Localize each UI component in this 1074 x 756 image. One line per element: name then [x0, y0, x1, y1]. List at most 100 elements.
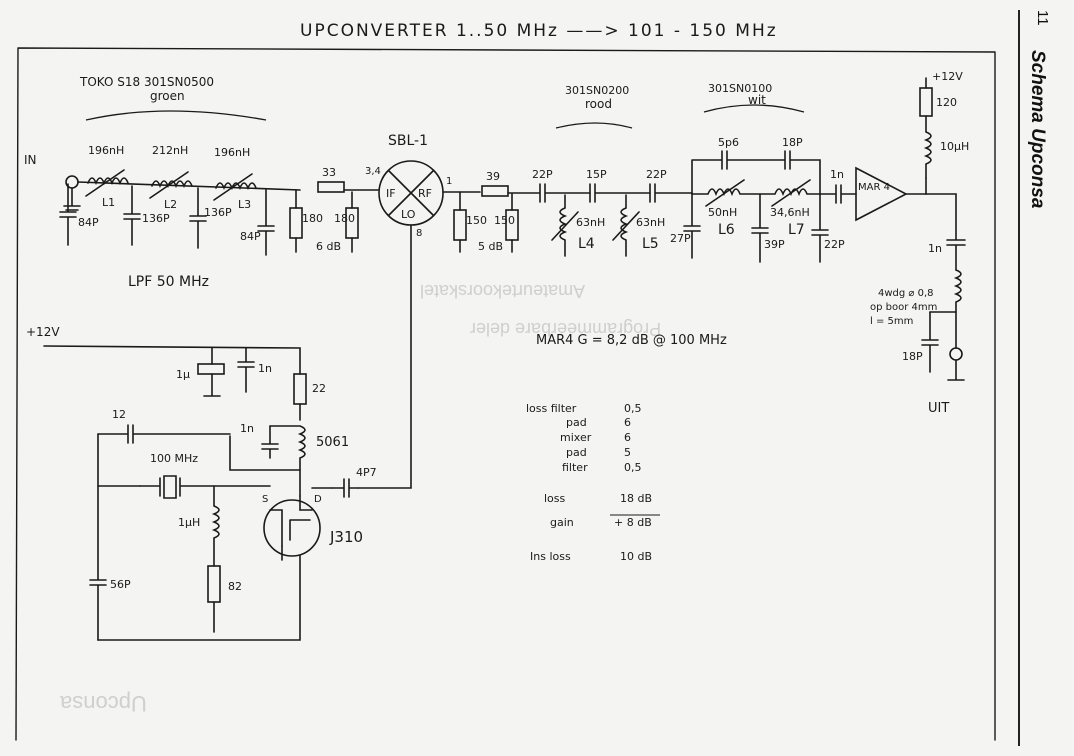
loss-budget: loss filter 0,5 pad 6 mixer 6 pad 5 filt…: [526, 402, 652, 563]
l3-label: L3: [238, 198, 251, 211]
c5p6: 5p6: [718, 136, 739, 149]
plus12-right: +12V: [932, 70, 963, 83]
l2-value: 212nH: [152, 144, 188, 157]
c136b: 136P: [204, 206, 232, 219]
mar-gain-note: MAR4 G = 8,2 dB @ 100 MHz: [536, 333, 727, 348]
budget-row-item: loss filter: [526, 402, 577, 415]
r82: 82: [228, 580, 242, 593]
j310-label: J310: [329, 528, 363, 546]
drain-pin: D: [314, 494, 322, 505]
c84a: 84P: [78, 216, 99, 229]
budget-ins-value: 10 dB: [620, 550, 652, 563]
r180b: 180: [334, 212, 355, 225]
budget-row-value: 6: [624, 431, 631, 444]
c56: 56P: [110, 578, 131, 591]
page-number: 11: [1034, 10, 1051, 26]
c1n-in: 1n: [830, 168, 844, 181]
budget-row-value: 0,5: [624, 461, 642, 474]
out-label: UIT: [928, 401, 949, 416]
l6-value: 50nH: [708, 206, 737, 219]
c22c: 22P: [824, 238, 845, 251]
pad-5db: 5 dB: [478, 240, 503, 253]
c18a: 18P: [782, 136, 803, 149]
l5-value: 63nH: [636, 216, 665, 229]
wit-note: wit: [748, 93, 766, 107]
l7-value: 34,6nH: [770, 206, 810, 219]
budget-row-item: pad: [566, 416, 587, 429]
toko-note: TOKO S18 301SN0500: [79, 75, 214, 89]
plus12-left: +12V: [26, 325, 60, 339]
rood-note: rood: [585, 97, 612, 111]
l7-label: L7: [788, 222, 805, 238]
budget-gain-value: + 8 dB: [614, 516, 652, 529]
mixer-label: SBL-1: [388, 133, 428, 149]
section-title: Schema Upconsa: [1027, 50, 1048, 209]
sidebar-rule: [1018, 10, 1020, 746]
r150b: 150: [494, 214, 515, 227]
budget-row-value: 0,5: [624, 402, 642, 415]
coil-out-label: 4wdg ⌀ 0,8: [878, 288, 934, 299]
c84b: 84P: [240, 230, 261, 243]
r39: 39: [486, 170, 500, 183]
schematic-title: UPCONVERTER 1..50 MHz ——> 101 - 150 MHz: [300, 21, 778, 41]
budget-loss-value: 18 dB: [620, 492, 652, 505]
l6-label: L6: [718, 222, 735, 238]
budget-ins-label: Ins loss: [530, 550, 571, 563]
r120: 120: [936, 96, 957, 109]
rf-port: RF: [418, 187, 432, 200]
pad-6db: 6 dB: [316, 240, 341, 253]
wit-part-note: 301SN0100: [708, 82, 772, 95]
l1-label: L1: [102, 196, 115, 209]
budget-loss-label: loss: [544, 492, 566, 505]
l4-value: 63nH: [576, 216, 605, 229]
pin-1: 1: [446, 176, 452, 187]
coil-out-label-2: op boor 4mm: [870, 302, 937, 313]
r33: 33: [322, 166, 336, 179]
pin-34: 3,4: [365, 166, 381, 177]
c12: 12: [112, 408, 126, 421]
in-label: IN: [24, 153, 37, 167]
budget-row-item: pad: [566, 446, 587, 459]
budget-row-item: mixer: [560, 431, 592, 444]
if-port: IF: [386, 187, 396, 200]
c27: 27P: [670, 232, 691, 245]
budget-gain-label: gain: [550, 516, 574, 529]
budget-row-value: 5: [624, 446, 631, 459]
r22: 22: [312, 382, 326, 395]
c1n-out: 1n: [928, 242, 942, 255]
r150a: 150: [466, 214, 487, 227]
pin-8: 8: [416, 228, 422, 239]
c18-out: 18P: [902, 350, 923, 363]
coil-out-label-3: l = 5mm: [870, 316, 913, 327]
rood-part-note: 301SN0200: [565, 84, 629, 97]
c1u: 1µ: [176, 368, 190, 381]
l10u: 10µH: [940, 140, 969, 153]
c39: 39P: [764, 238, 785, 251]
l4-label: L4: [578, 236, 595, 252]
l1uh: 1µH: [178, 516, 200, 529]
budget-row-value: 6: [624, 416, 631, 429]
c1n-c: 1n: [240, 422, 254, 435]
mar-label: MAR 4: [858, 182, 890, 193]
groen-note: groen: [150, 89, 185, 103]
c136a: 136P: [142, 212, 170, 225]
c1n-b: 1n: [258, 362, 272, 375]
c22b: 22P: [646, 168, 667, 181]
page-sidebar: 11 Schema Upconsa: [1008, 10, 1056, 746]
schematic-drawing: UPCONVERTER 1..50 MHz ——> 101 - 150 MHz …: [15, 21, 996, 741]
l2-label: L2: [164, 198, 177, 211]
c4p7: 4P7: [356, 466, 377, 479]
source-pin: S: [262, 494, 268, 505]
l3-value: 196nH: [214, 146, 250, 159]
lo-port: LO: [401, 208, 416, 221]
budget-row-item: filter: [562, 461, 588, 474]
c15: 15P: [586, 168, 607, 181]
crystal-label: 100 MHz: [150, 452, 198, 465]
lpf-label: LPF 50 MHz: [128, 274, 209, 290]
l5-label: L5: [642, 236, 659, 252]
c22a: 22P: [532, 168, 553, 181]
r180a: 180: [302, 212, 323, 225]
coil-5061-label: 5061: [316, 435, 349, 450]
l1-value: 196nH: [88, 144, 124, 157]
